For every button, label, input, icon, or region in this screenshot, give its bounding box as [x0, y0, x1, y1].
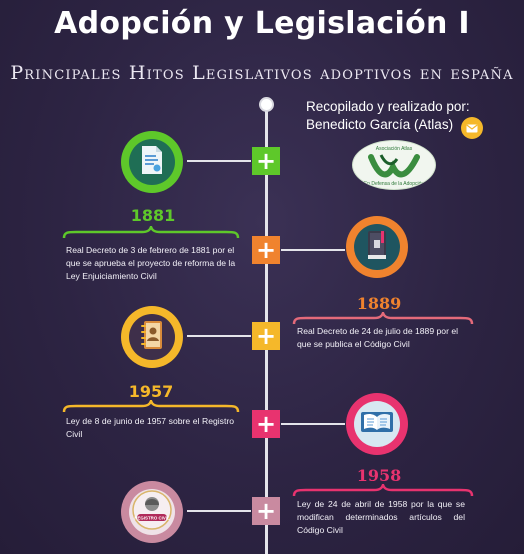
address-book-icon: [138, 319, 166, 356]
expand-1881-button[interactable]: +: [252, 147, 280, 175]
event-1881-brace: [62, 226, 240, 239]
credit-text: Recopilado y realizado por: Benedicto Ga…: [306, 98, 470, 134]
connector-1889: [281, 249, 345, 251]
credit-line-1: Recopilado y realizado por:: [306, 99, 470, 114]
expand-1958-button[interactable]: +: [252, 410, 280, 438]
connector-1957: [187, 335, 251, 337]
page-title: Adopción y Legislación I: [54, 6, 470, 41]
event-1889-brace: [292, 312, 474, 325]
event-1889-year: 1889: [356, 294, 402, 313]
page-subtitle: Principales Hitos Legislativos adoptivos…: [10, 62, 514, 84]
timeline-start-dot: [259, 97, 274, 112]
event-5-icon-circle: REGISTRO CIVIL: [121, 481, 183, 543]
seal-text: REGISTRO CIVIL: [134, 515, 170, 520]
event-1957-year: 1957: [128, 382, 174, 401]
book-icon: [364, 229, 390, 266]
event-1958-text: Ley de 24 de abril de 1958 por la que se…: [297, 499, 465, 535]
event-1889-text: Real Decreto de 24 de julio de 1889 por …: [297, 326, 459, 349]
event-1881-year: 1881: [130, 206, 176, 225]
event-1881-text: Real Decreto de 3 de febrero de 1881 por…: [66, 245, 236, 281]
event-1889-icon-circle: [346, 216, 408, 278]
event-1958-icon-circle: [346, 393, 408, 455]
event-1958-year: 1958: [356, 466, 402, 485]
registro-civil-seal-icon: REGISTRO CIVIL: [131, 489, 173, 536]
mail-icon[interactable]: [461, 117, 483, 139]
event-1957-brace: [62, 400, 240, 413]
event-1957-text: Ley de 8 de junio de 1957 sobre el Regis…: [66, 416, 234, 439]
event-1881-icon-circle: [121, 131, 183, 193]
event-1957-icon-circle: [121, 306, 183, 368]
event-1958-brace: [292, 484, 474, 497]
expand-1889-button[interactable]: +: [252, 236, 280, 264]
connector-5: [187, 510, 251, 512]
logo-top-text: Asociación Atlas: [376, 146, 413, 152]
expand-5-button[interactable]: +: [252, 497, 280, 525]
document-certificate-icon: [139, 145, 165, 180]
connector-1881: [187, 160, 251, 162]
credit-line-2: Benedicto García (Atlas): [306, 117, 454, 132]
open-book-icon: [360, 409, 394, 440]
logo-bottom-text: En Defensa de la Adopción: [364, 181, 425, 187]
expand-1957-button[interactable]: +: [252, 322, 280, 350]
atlas-logo: Asociación Atlas En Defensa de la Adopci…: [352, 140, 436, 190]
connector-1958: [281, 423, 345, 425]
